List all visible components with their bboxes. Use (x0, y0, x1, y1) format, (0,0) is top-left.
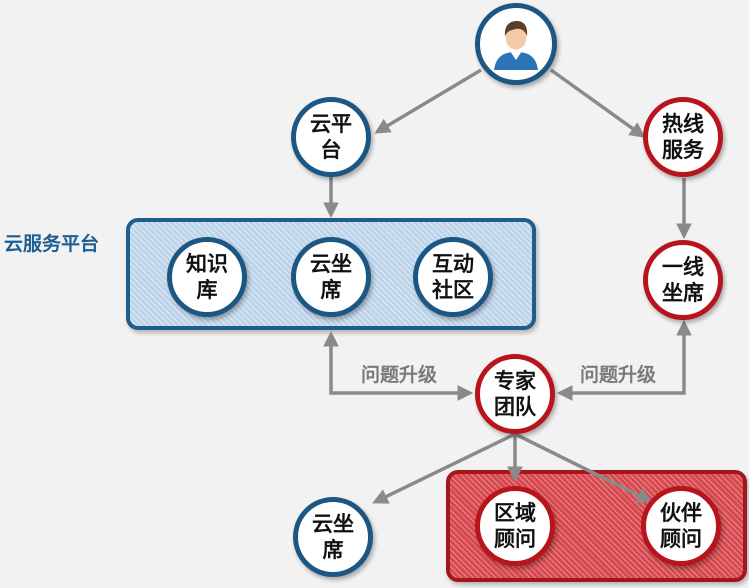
arrow-expert-to-cloud-agent (372, 432, 516, 504)
escalation-label-left: 问题升级 (361, 364, 438, 386)
cloud-platform-label: 云平台 (310, 112, 352, 162)
user-avatar-icon (494, 21, 538, 70)
knowledge-base-node: 知识库 (167, 237, 247, 317)
partner-advisor-label: 伙伴顾问 (660, 501, 702, 551)
escalation-label-right: 问题升级 (580, 364, 657, 386)
arrow-user-to-hotline (549, 68, 646, 138)
interactive-community-node: 互动社区 (413, 237, 493, 317)
frontline-agent-node: 一线坐席 (643, 240, 723, 320)
arrow-escalation-left (323, 330, 474, 401)
expert-team-node: 专家团队 (475, 354, 555, 434)
partner-advisor-node: 伙伴顾问 (641, 486, 721, 566)
cloud-agent-label: 云坐席 (310, 252, 352, 302)
regional-advisor-node: 区域顾问 (475, 486, 555, 566)
interactive-community-label: 互动社区 (432, 252, 474, 302)
hotline-service-label: 热线服务 (662, 112, 704, 162)
cloud-agent-node: 云坐席 (291, 237, 371, 317)
expert-team-label: 专家团队 (494, 369, 536, 419)
cloud-agent-bottom-label: 云坐席 (312, 512, 354, 562)
cloud-service-platform-title: 云服务平台 (4, 233, 100, 255)
frontline-agent-label: 一线坐席 (662, 255, 704, 305)
arrow-user-to-cloud-platform (374, 68, 482, 134)
arrow-escalation-right (556, 319, 692, 401)
regional-advisor-label: 区域顾问 (494, 501, 536, 551)
cloud-agent-bottom-node: 云坐席 (293, 497, 373, 577)
arrow-expert-to-partner-advisor (514, 432, 653, 503)
user-node (475, 3, 557, 85)
knowledge-base-label: 知识库 (186, 252, 228, 302)
hotline-service-node: 热线服务 (643, 97, 723, 177)
cloud-platform-node: 云平台 (291, 97, 371, 177)
